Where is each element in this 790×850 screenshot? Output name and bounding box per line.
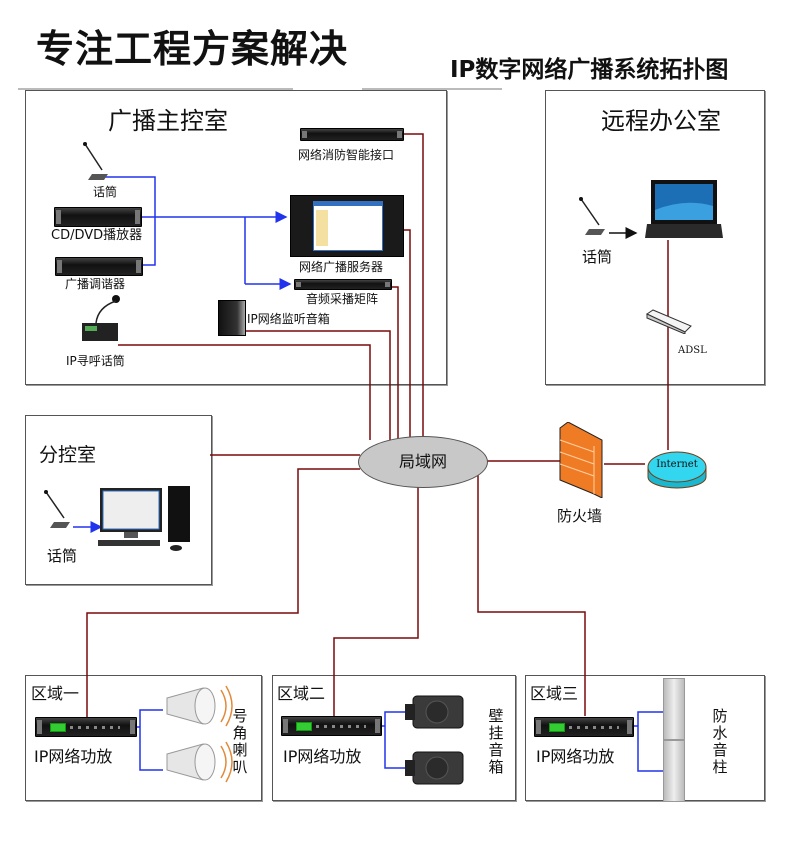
adsl-label: ADSL <box>678 345 707 356</box>
cd-player-device <box>54 207 142 227</box>
internet-label: Internet <box>656 459 698 470</box>
firewall-icon <box>558 421 604 499</box>
zone3-amplifier <box>534 717 634 737</box>
speaker-type-char: 号 <box>232 707 248 725</box>
speaker-type-char: 叭 <box>232 758 248 776</box>
lan-label: 局域网 <box>398 452 447 471</box>
net-line-zone2 <box>333 485 419 716</box>
speaker-type-char: 柱 <box>712 758 728 776</box>
speaker-type-char: 壁 <box>488 707 504 725</box>
speaker-type-char: 音 <box>712 741 728 759</box>
monitor-speaker-icon <box>218 300 246 336</box>
speaker-type-char: 水 <box>712 724 728 742</box>
speaker-type-char: 喇 <box>232 741 248 759</box>
net-line-paging-mic <box>118 344 371 440</box>
horn-speaker-icon <box>163 684 235 728</box>
microphone-icon <box>80 140 110 180</box>
broadcast-server-device <box>290 195 404 257</box>
audio-line-zone1 <box>135 709 163 771</box>
fire-interface-label: 网络消防智能接口 <box>298 148 395 162</box>
remote-office-title: 远程办公室 <box>601 107 721 135</box>
adsl-modem-icon <box>645 308 693 335</box>
server-screen <box>313 201 383 251</box>
audio-matrix-label: 音频采播矩阵 <box>306 292 379 306</box>
zone-1: 区域一 <box>25 675 262 801</box>
monitor-speaker-label: IP网络监听音箱 <box>247 312 330 326</box>
speaker-type-char: 音 <box>488 741 504 759</box>
sub-room-title: 分控室 <box>39 444 97 466</box>
audio-matrix-device <box>294 279 392 290</box>
network-lines <box>86 133 669 719</box>
net-line-fire-interface <box>402 133 424 437</box>
audio-line-mic <box>104 176 156 266</box>
zone1-amplifier <box>35 717 137 737</box>
net-line-zone1 <box>86 468 360 719</box>
internet-icon: Internet <box>646 447 708 489</box>
zone-3: 区域三 <box>525 675 765 801</box>
speaker-type-char: 角 <box>232 724 248 742</box>
desktop-computer-icon <box>96 486 196 552</box>
header-divider <box>18 88 293 90</box>
audio-lines <box>73 176 663 772</box>
main-room-title: 广播主控室 <box>108 107 228 135</box>
wall-speaker-icon <box>405 750 465 786</box>
zone1-speaker-type: 号角喇叭 <box>232 708 248 776</box>
lan-cloud: 局域网 <box>358 436 488 488</box>
remote-mic-label: 话筒 <box>582 248 613 266</box>
zone2-amp-label: IP网络功放 <box>283 747 362 766</box>
paging-mic-label: IP寻呼话筒 <box>66 354 125 368</box>
zone-title: 区域一 <box>31 684 80 703</box>
laptop-icon <box>645 180 723 240</box>
header-divider <box>362 88 502 90</box>
server-label: 网络广播服务器 <box>299 260 384 274</box>
page-title: 专注工程方案解决 <box>36 27 349 71</box>
speaker-type-char: 箱 <box>488 758 504 776</box>
audio-line-zone2 <box>380 711 407 769</box>
mic-label: 话筒 <box>93 185 118 199</box>
sub-microphone-icon <box>42 488 72 530</box>
zone3-amp-label: IP网络功放 <box>536 747 615 766</box>
speaker-type-char: 挂 <box>488 724 504 742</box>
sub-mic-label: 话筒 <box>47 547 78 565</box>
column-speaker-icon <box>663 678 685 740</box>
net-line-monitor <box>245 330 391 443</box>
ip-paging-mic-icon <box>80 293 120 343</box>
tuner-label: 广播调谐器 <box>65 277 126 291</box>
net-line-zone3 <box>477 470 586 716</box>
page-subtitle: IP数字网络广播系统拓扑图 <box>450 57 729 83</box>
cd-player-label: CD/DVD播放器 <box>51 228 143 243</box>
zone-title: 区域三 <box>530 684 579 703</box>
zone-title: 区域二 <box>277 684 326 703</box>
audio-line-zone3 <box>632 711 663 772</box>
remote-microphone-icon <box>577 195 607 237</box>
wall-speaker-icon <box>405 694 465 730</box>
speaker-type-char: 防 <box>712 707 728 725</box>
zone3-speaker-type: 防水音柱 <box>712 708 728 776</box>
net-line-matrix <box>390 286 399 443</box>
horn-speaker-icon <box>163 740 235 784</box>
zone2-amplifier <box>281 716 382 736</box>
fire-interface-device <box>300 128 404 141</box>
tuner-device <box>55 257 143 276</box>
zone1-amp-label: IP网络功放 <box>34 747 113 766</box>
zone2-speaker-type: 壁挂音箱 <box>488 708 504 776</box>
zone-2: 区域二 <box>272 675 516 801</box>
net-line-server <box>402 229 411 441</box>
column-speaker-icon <box>663 740 685 802</box>
firewall-label: 防火墙 <box>557 507 603 525</box>
